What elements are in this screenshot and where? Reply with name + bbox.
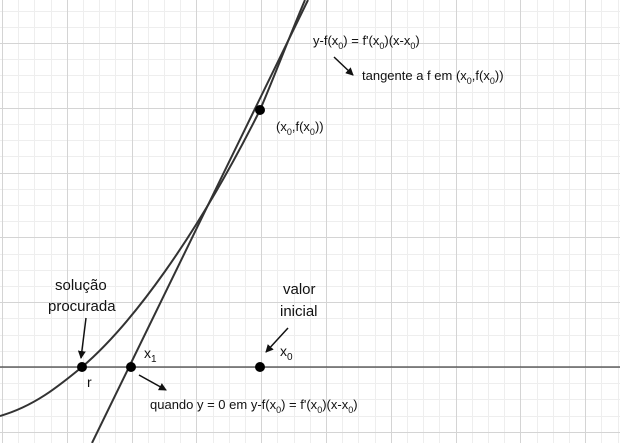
tangent-point-label: (x0,f(x0)) bbox=[276, 119, 324, 137]
bottom-equation-label: quando y = 0 em y-f(x0) = f'(x0)(x-x0) bbox=[150, 397, 358, 415]
tangent-description-label: tangente a f em (x0,f(x0)) bbox=[362, 68, 504, 86]
arrow-icon bbox=[138, 374, 167, 391]
root-point-marker bbox=[77, 362, 87, 372]
arrow-icon bbox=[333, 56, 354, 76]
solution-label-line1: solução bbox=[55, 277, 107, 294]
tangent-point-marker bbox=[255, 105, 265, 115]
tangent-equation-label: y-f(x0) = f'(x0)(x-x0) bbox=[313, 33, 420, 51]
x0-label: x0 bbox=[280, 343, 293, 363]
solution-label-line2: procurada bbox=[48, 298, 116, 315]
x1-label: x1 bbox=[144, 345, 157, 365]
initial-value-label-line1: valor bbox=[283, 281, 316, 298]
root-label: r bbox=[87, 374, 92, 390]
arrow-icon bbox=[265, 327, 289, 353]
arrow-icon bbox=[77, 317, 87, 359]
function-curve bbox=[0, 0, 306, 417]
initial-value-label-line2: inicial bbox=[280, 303, 318, 320]
x1-point-marker bbox=[126, 362, 136, 372]
x0-point-marker bbox=[255, 362, 265, 372]
